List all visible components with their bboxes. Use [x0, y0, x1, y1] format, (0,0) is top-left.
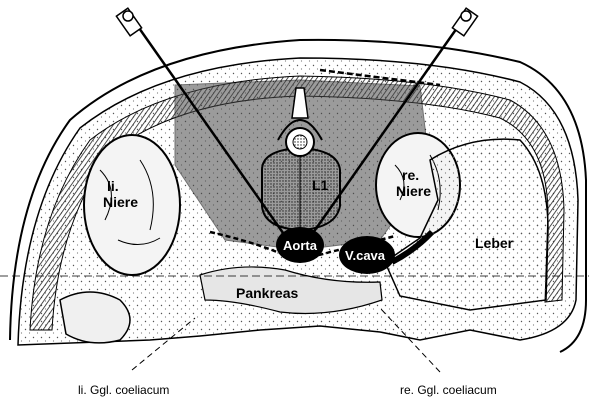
label-re-niere-1: re.: [402, 167, 419, 183]
label-re-niere-2: Niere: [396, 183, 431, 199]
label-re-ggl-coeliacum: re. Ggl. coeliacum: [400, 383, 497, 397]
label-li-niere-1: li.: [107, 178, 119, 194]
label-l1: L1: [312, 177, 329, 193]
bowel-loops: [60, 292, 130, 343]
label-vcava: V.cava: [345, 248, 386, 263]
label-li-niere-2: Niere: [103, 194, 138, 210]
label-aorta: Aorta: [283, 238, 318, 253]
label-li-ggl-coeliacum: li. Ggl. coeliacum: [78, 383, 169, 397]
label-leber: Leber: [475, 235, 514, 251]
label-pankreas: Pankreas: [236, 285, 298, 301]
